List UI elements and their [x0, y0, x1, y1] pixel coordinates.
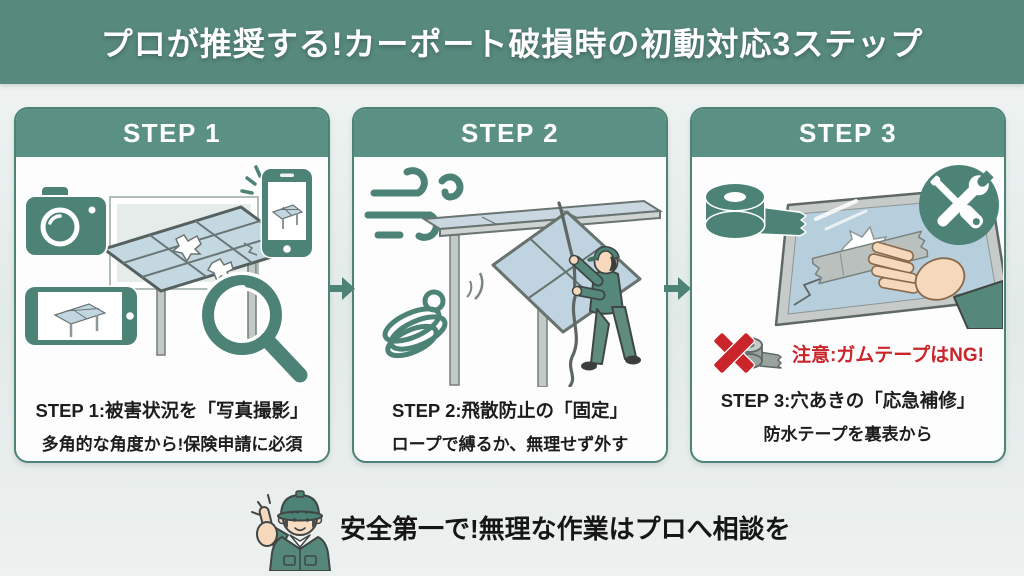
step-1-caption-title: STEP 1:被害状況を「写真撮影」 [35, 400, 309, 421]
step-1-illustration [23, 165, 314, 386]
step-3-caption-title: STEP 3:穴あきの「応急補修」 [720, 390, 976, 411]
magnifier-icon [198, 271, 311, 386]
damaged-carport-photo [102, 205, 300, 356]
red-x-icon [713, 332, 755, 374]
step-2-caption: STEP 2:飛散防止の「固定」 ロープで縛るか、無理せず外す [354, 387, 666, 461]
smartphone-landscape-icon [23, 285, 139, 347]
arrow-right-icon [328, 277, 355, 300]
step-3-caption-sub: 防水テープを裏表から [763, 425, 933, 444]
step-2-header-badge: STEP 2 [354, 109, 666, 157]
wind-icon [364, 167, 464, 241]
mini-carport-icon [271, 204, 304, 229]
step-2-illustration [364, 167, 664, 387]
arrow-right-icon [664, 277, 691, 300]
step-2-caption-sub: ロープで縛るか、無理せず外す [391, 435, 629, 454]
step-3-caption: STEP 3:穴あきの「応急補修」 防水テープを裏表から [692, 377, 1004, 461]
step-1-caption-sub: 多角的な角度から!保険申請に必須 [41, 435, 303, 454]
step-3-header-badge: STEP 3 [692, 109, 1004, 157]
worker-illustration [568, 245, 641, 371]
hand-icon [867, 241, 1003, 329]
header-banner: プロが推奨する!カーポート破損時の初動対応3ステップ [0, 0, 1024, 84]
worker-thumbs-up-icon [251, 490, 331, 571]
step-3-illustration [704, 165, 1003, 329]
step-2-caption-title: STEP 2:飛散防止の「固定」 [391, 400, 629, 421]
mini-carport-icon [53, 303, 107, 337]
warning-text: 注意:ガムテープはNG! [791, 344, 984, 366]
page-title: プロが推奨する!カーポート破損時の初動対応3ステップ [100, 26, 924, 62]
footer-message: 安全第一で!無理な作業はプロへ相談を [340, 514, 791, 544]
warning-row: 注意:ガムテープはNG! [692, 329, 1004, 377]
smartphone-portrait-icon [240, 165, 314, 259]
spark-lines-icon [240, 165, 262, 195]
step-card-2: STEP 2 [352, 107, 668, 463]
step-card-1: STEP 1 [14, 107, 330, 463]
camera-icon [24, 185, 108, 257]
no-duct-tape-icon [713, 332, 782, 374]
step-1-header-badge: STEP 1 [16, 109, 328, 157]
step-1-caption: STEP 1:被害状況を「写真撮影」 多角的な角度から!保険申請に必須 [16, 387, 328, 461]
rope-coil-icon [382, 289, 448, 359]
tools-badge-icon [919, 165, 999, 245]
tape-roll-icon [704, 182, 807, 240]
step-card-3: STEP 3 [690, 107, 1006, 463]
